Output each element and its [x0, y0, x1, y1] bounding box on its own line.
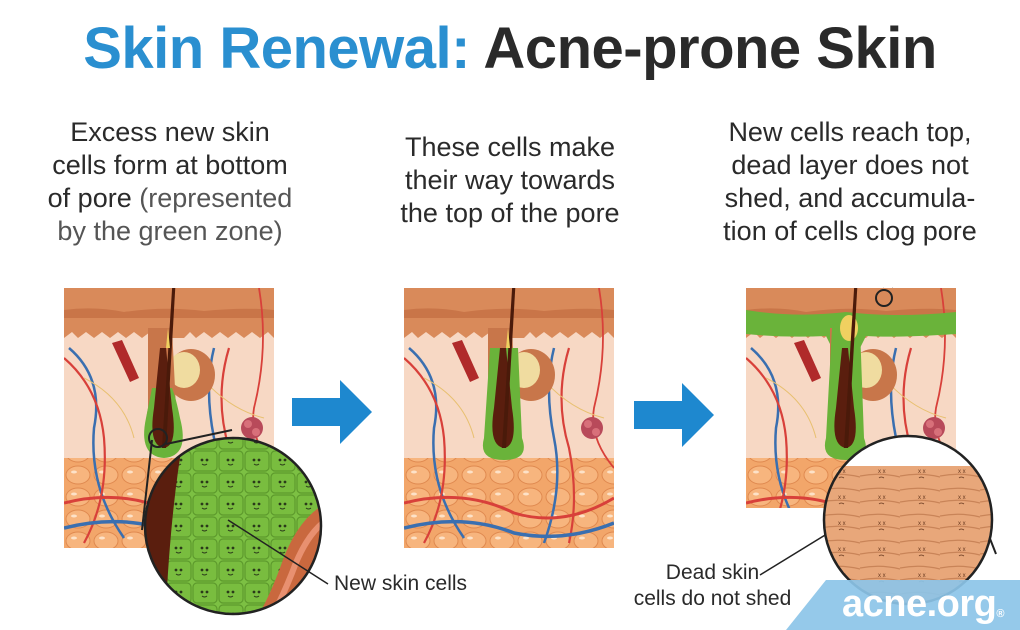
caption-line: of pore — [47, 183, 132, 213]
step-2-caption: These cells make their way towards the t… — [345, 131, 675, 230]
caption-line: their way towards — [404, 165, 616, 195]
caption-line: dead layer does not — [731, 150, 969, 180]
right-arrow-icon — [634, 383, 714, 447]
caption-line: the top of the pore — [400, 198, 620, 228]
registered-mark: ® — [996, 608, 1004, 620]
logo-text: acne.org — [842, 583, 997, 625]
caption-line: Excess new skin — [70, 117, 270, 147]
acne-org-logo[interactable]: acne.org® — [842, 582, 1004, 626]
new-skin-cells-label: New skin cells — [334, 572, 468, 595]
right-arrow-icon — [292, 380, 372, 444]
title-part-1: Skin Renewal: — [83, 16, 470, 81]
zoom-new-cells — [140, 428, 340, 628]
logo-band — [786, 580, 1020, 630]
caption-line: tion of cells clog pore — [723, 216, 977, 246]
page-title: Skin Renewal: Acne-prone Skin — [0, 14, 1020, 84]
caption-line: These cells make — [404, 132, 616, 162]
step-1-caption: Excess new skin cells form at bottom of … — [10, 116, 330, 248]
label-line: Dead skin — [665, 561, 760, 584]
caption-note: (represented — [139, 183, 293, 213]
dead-skin-cells-label: Dead skin cells do not shed — [605, 560, 820, 612]
skin-cross-section-step-3 — [746, 288, 956, 508]
caption-line: shed, and accumula- — [724, 183, 976, 213]
step-3-caption: New cells reach top, dead layer does not… — [680, 116, 1020, 248]
title-part-2: Acne-prone Skin — [483, 16, 937, 81]
caption-note: by the green zone) — [57, 216, 283, 246]
label-line: cells do not shed — [633, 587, 792, 610]
caption-line: New cells reach top, — [728, 117, 972, 147]
caption-line: cells form at bottom — [52, 150, 288, 180]
skin-cross-section-step-2 — [404, 288, 614, 548]
